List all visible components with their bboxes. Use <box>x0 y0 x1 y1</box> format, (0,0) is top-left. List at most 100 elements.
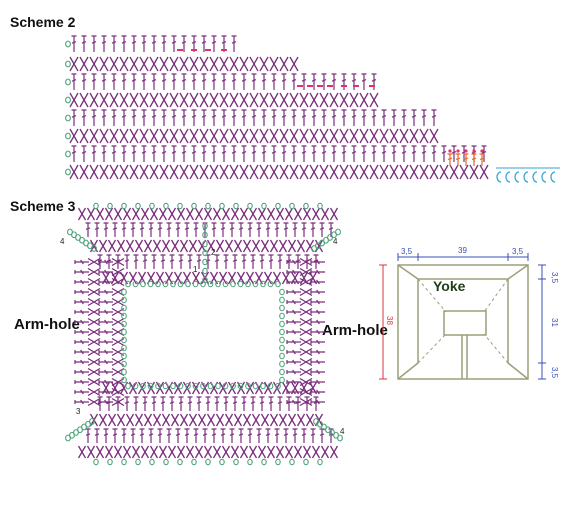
cross-stitch-symbol <box>167 207 177 221</box>
treble-stitch-symbol <box>74 299 89 305</box>
treble-stitch-symbol <box>161 35 167 52</box>
cross-stitch-symbol <box>299 397 313 407</box>
chain-stitch-symbol <box>65 96 71 104</box>
treble-stitch-symbol <box>111 109 117 126</box>
treble-stitch-symbol <box>184 428 190 443</box>
scheme-2-title: Scheme 2 <box>10 14 76 30</box>
cross-stitch-symbol <box>239 92 249 108</box>
cross-stitch-symbol <box>139 92 149 108</box>
treble-stitch-symbol <box>205 396 211 411</box>
treble-stitch-symbol <box>161 145 167 162</box>
cross-stitch-symbol <box>111 257 125 267</box>
yoke-diagonal <box>483 278 509 313</box>
cross-stitch-symbol <box>299 92 309 108</box>
chain-stitch-symbol <box>121 202 127 210</box>
chain-stitch-symbol <box>247 458 253 466</box>
cross-stitch-symbol <box>249 164 259 180</box>
cross-stitch-symbol <box>289 164 299 180</box>
treble-stitch-symbol <box>160 254 166 269</box>
treble-stitch-symbol <box>205 254 211 269</box>
cross-stitch-symbol <box>251 413 261 427</box>
armhole-left-label: Arm-hole <box>14 316 80 333</box>
cross-stitch-symbol <box>69 128 79 144</box>
treble-stitch-symbol <box>256 428 262 443</box>
pink-stitch-symbol <box>480 149 484 153</box>
treble-stitch-symbol <box>313 396 319 411</box>
chain-stitch-symbol <box>185 382 191 390</box>
chain-stitch-symbol <box>267 280 274 288</box>
treble-stitch-symbol <box>479 153 485 166</box>
cross-stitch-symbol <box>209 164 219 180</box>
treble-stitch-symbol <box>283 428 289 443</box>
corner-number: 4 <box>60 237 65 246</box>
treble-stitch-symbol <box>74 329 89 335</box>
treble-stitch-symbol <box>74 309 89 315</box>
cross-stitch-symbol <box>149 445 159 459</box>
cross-stitch-symbol <box>299 257 313 267</box>
treble-stitch-symbol <box>81 145 87 162</box>
treble-stitch-symbol <box>286 359 301 365</box>
treble-stitch-symbol <box>310 279 325 285</box>
treble-stitch-symbol <box>121 428 127 443</box>
cross-stitch-symbol <box>429 128 439 144</box>
treble-stitch-symbol <box>196 396 202 411</box>
cross-stitch-symbol <box>296 413 306 427</box>
treble-stitch-symbol <box>283 222 289 237</box>
treble-stitch-symbol <box>101 109 107 126</box>
cross-stitch-symbol <box>77 445 87 459</box>
treble-stitch-symbol <box>250 396 256 411</box>
chain-stitch-symbol <box>177 458 183 466</box>
treble-stitch-symbol <box>211 428 217 443</box>
treble-stitch-symbol <box>341 109 347 126</box>
cross-stitch-symbol <box>149 164 159 180</box>
cross-stitch-symbol <box>287 239 297 253</box>
cross-stitch-symbol <box>275 445 285 459</box>
treble-stitch-symbol <box>331 109 337 126</box>
chain-stitch-symbol <box>205 458 211 466</box>
treble-stitch-symbol <box>141 73 147 90</box>
cross-stitch-symbol <box>320 445 330 459</box>
treble-stitch-symbol <box>401 109 407 126</box>
cross-stitch-symbol <box>329 207 339 221</box>
treble-stitch-symbol <box>447 153 453 166</box>
chain-stitch-symbol <box>65 168 71 176</box>
cross-stitch-symbol <box>104 207 114 221</box>
treble-stitch-symbol <box>471 153 477 166</box>
treble-stitch-symbol <box>232 254 238 269</box>
cross-stitch-symbol <box>173 381 183 395</box>
cross-stitch-symbol <box>219 56 229 72</box>
treble-stitch-symbol <box>211 35 217 52</box>
cross-stitch-symbol <box>209 92 219 108</box>
treble-stitch-symbol <box>286 319 301 325</box>
chain-stitch-symbol <box>202 240 208 248</box>
cross-stitch-symbol <box>299 337 313 347</box>
chain-stitch-symbol <box>149 202 155 210</box>
treble-stitch-symbol <box>211 145 217 162</box>
cross-stitch-symbol <box>311 207 321 221</box>
treble-stitch-symbol <box>301 73 307 90</box>
cross-stitch-symbol <box>269 56 279 72</box>
treble-stitch-symbol <box>238 222 244 237</box>
chain-stitch-symbol <box>170 382 176 390</box>
cross-stitch-symbol <box>224 239 234 253</box>
cross-stitch-symbol <box>158 207 168 221</box>
treble-stitch-symbol <box>101 145 107 162</box>
cross-stitch-symbol <box>116 239 126 253</box>
treble-stitch-symbol <box>98 359 113 365</box>
treble-stitch-symbol <box>91 109 97 126</box>
cross-stitch-symbol <box>409 128 419 144</box>
chain-stitch-symbol <box>140 382 146 390</box>
cross-stitch-symbol <box>230 207 240 221</box>
cross-stitch-symbol <box>87 377 101 387</box>
chain-stitch-symbol <box>121 336 127 344</box>
treble-stitch-symbol <box>131 35 137 52</box>
chain-stitch-symbol <box>121 304 127 312</box>
treble-stitch-symbol <box>169 396 175 411</box>
cross-stitch-symbol <box>173 271 183 285</box>
cross-stitch-symbol <box>429 164 439 180</box>
cross-stitch-symbol <box>161 413 171 427</box>
cross-stitch-symbol <box>199 92 209 108</box>
cross-stitch-symbol <box>229 56 239 72</box>
cross-stitch-symbol <box>179 239 189 253</box>
treble-stitch-symbol <box>310 289 325 295</box>
